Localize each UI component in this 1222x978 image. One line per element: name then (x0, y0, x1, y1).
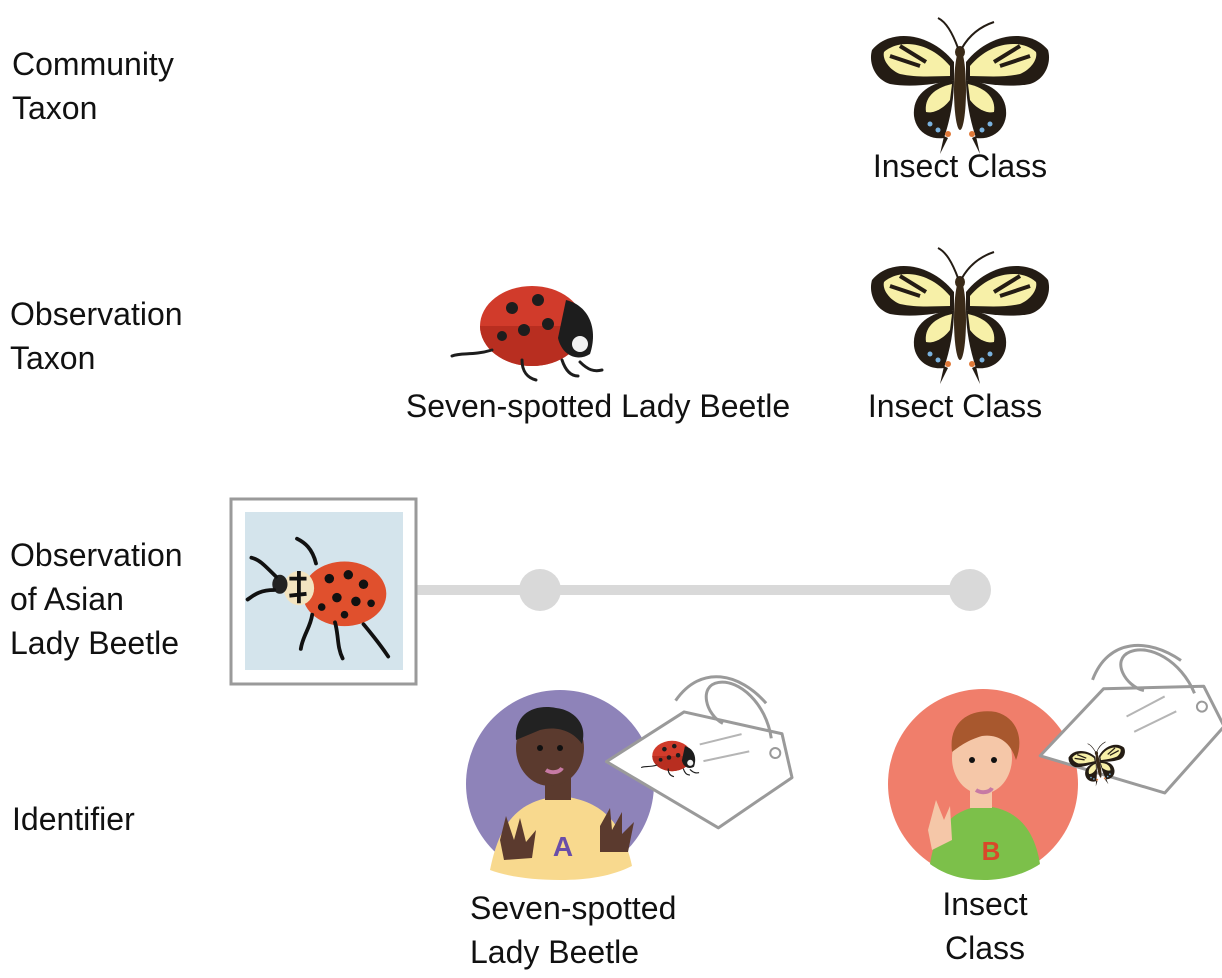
timeline-node-b[interactable] (949, 569, 991, 611)
identifier-a-badge: A (553, 831, 573, 862)
row-label-observation-taxon: Observation Taxon (10, 296, 183, 376)
identifier-a-caption: Seven-spotted Lady Beetle (470, 890, 677, 970)
identifier-b-badge: B (982, 836, 1001, 866)
identifier-b-avatar[interactable]: B (888, 689, 1078, 880)
identifier-a-avatar[interactable]: A (466, 690, 654, 880)
row-label-community-taxon: Community Taxon (12, 46, 174, 126)
observation-photo[interactable] (229, 497, 418, 686)
observation-taxon-b-caption: Insect Class (867, 388, 1043, 424)
observation-taxon-butterfly-icon (868, 246, 1052, 386)
timeline-node-a[interactable] (519, 569, 561, 611)
identifier-b-caption: Insect Class (942, 886, 1028, 966)
community-taxon-butterfly-icon (868, 16, 1052, 156)
row-label-observation: Observation of Asian Lady Beetle (10, 537, 183, 661)
community-taxon-caption: Insect Class (872, 148, 1048, 184)
observation-taxon-a-caption: Seven-spotted Lady Beetle (405, 388, 791, 424)
observation-taxon-ladybug-icon (450, 284, 604, 382)
row-label-identifier: Identifier (12, 801, 135, 837)
